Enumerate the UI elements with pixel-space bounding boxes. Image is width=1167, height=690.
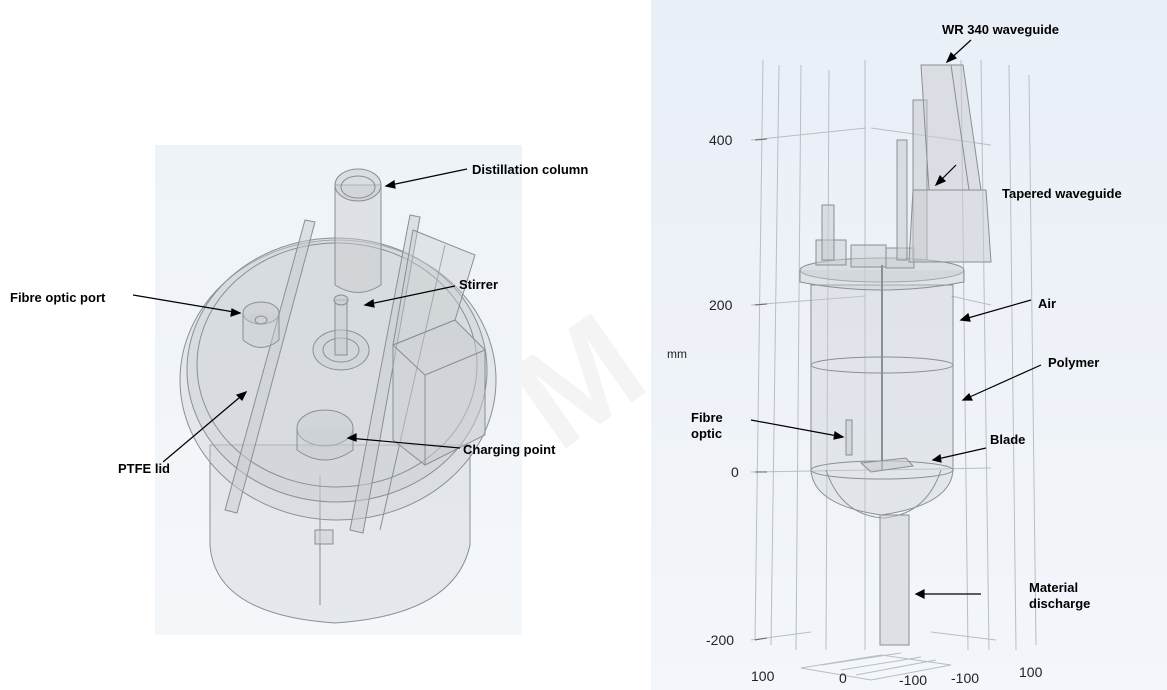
arrowhead-blade bbox=[931, 453, 942, 463]
arrowhead-air bbox=[959, 312, 971, 322]
arrow-polymer bbox=[962, 364, 1042, 401]
vessel-body bbox=[209, 444, 471, 624]
floor-grid-line bbox=[855, 659, 937, 676]
bottom-tick-label: 100 bbox=[1019, 664, 1043, 680]
blade-3d bbox=[859, 457, 914, 473]
waveguide-edge bbox=[950, 64, 970, 191]
fibre-optic-rod bbox=[845, 419, 853, 456]
label-fibre-optic-port: Fibre optic port bbox=[10, 290, 106, 305]
label-air: Air bbox=[1038, 296, 1057, 311]
floor-grid-line bbox=[820, 652, 902, 666]
charging-point-wall bbox=[296, 428, 354, 461]
wr340-waveguide bbox=[920, 64, 982, 191]
bottom-tick-label: 0 bbox=[839, 670, 847, 686]
z-tick bbox=[754, 303, 768, 306]
label-material-discharge-text: Material discharge bbox=[1029, 580, 1091, 611]
floor-grid-line bbox=[840, 656, 922, 671]
grid-hline bbox=[750, 127, 867, 141]
arrowhead-fibre bbox=[833, 431, 845, 440]
arrow-blade bbox=[932, 447, 987, 461]
stirrer-shaft-top bbox=[333, 294, 349, 306]
fibre-port-inner bbox=[254, 315, 268, 325]
label-ptfe-lid: PTFE lid bbox=[118, 461, 170, 476]
bottom-tick-label: -100 bbox=[899, 672, 928, 688]
column-short bbox=[821, 204, 835, 261]
label-tapered-waveguide: Tapered waveguide bbox=[1002, 186, 1122, 201]
grid-vline bbox=[795, 64, 802, 651]
bottom-tick-label: -100 bbox=[951, 670, 980, 686]
waveguide-edge-2 bbox=[392, 344, 426, 376]
label-blade: Blade bbox=[990, 432, 1026, 447]
label-polymer: Polymer bbox=[1048, 355, 1100, 370]
arrow-air bbox=[960, 299, 1032, 321]
arrowhead-tapered bbox=[934, 174, 947, 187]
label-fibre-optic: Fibre optic bbox=[691, 410, 751, 442]
arrowhead-discharge bbox=[914, 589, 925, 599]
arrowhead-polymer bbox=[961, 392, 973, 401]
fibre-port-wall bbox=[242, 313, 280, 348]
axis-unit: mm bbox=[667, 347, 687, 361]
label-distillation-column: Distillation column bbox=[472, 162, 589, 177]
label-stirrer: Stirrer bbox=[459, 277, 499, 292]
grid-vline bbox=[980, 59, 990, 651]
z-tick-label: 200 bbox=[709, 297, 733, 313]
floor-grid bbox=[800, 654, 952, 681]
grid-vline bbox=[770, 64, 780, 646]
distillation-column-opening bbox=[340, 175, 376, 199]
distillation-column-tube bbox=[334, 184, 382, 293]
discharge-pipe bbox=[879, 514, 910, 646]
grid-hline bbox=[930, 631, 997, 641]
z-tick bbox=[754, 637, 768, 641]
vessel-tab bbox=[314, 529, 334, 545]
z-tick-label: 0 bbox=[731, 464, 739, 480]
label-charging-point: Charging point bbox=[463, 442, 556, 457]
lid-drawing bbox=[179, 168, 497, 624]
reactor-3d-panel: WR 340 waveguide Tapered waveguide Air P… bbox=[651, 0, 1167, 690]
label-fibre-optic-text: Fibre optic bbox=[691, 410, 723, 441]
z-tick bbox=[754, 138, 768, 141]
grid-vline bbox=[1008, 64, 1017, 651]
label-wr340-waveguide: WR 340 waveguide bbox=[942, 22, 1060, 37]
label-material-discharge: Material discharge bbox=[1029, 580, 1099, 612]
tapered-waveguide bbox=[908, 189, 992, 263]
port-box-2 bbox=[850, 244, 887, 268]
grid-vline bbox=[1028, 74, 1037, 646]
stirrer-shaft bbox=[334, 299, 348, 356]
arrow-fibre bbox=[750, 419, 844, 438]
grid-vline bbox=[754, 59, 764, 641]
grid-hline bbox=[750, 295, 867, 306]
distillation-column-top bbox=[334, 168, 382, 202]
reactor-drawing bbox=[750, 39, 1042, 681]
column-thin bbox=[896, 139, 908, 261]
bottom-tick-label: 100 bbox=[751, 668, 775, 684]
grid-hline bbox=[950, 295, 992, 306]
lid-view-panel bbox=[155, 145, 522, 635]
arrowhead-wr340 bbox=[945, 51, 958, 64]
z-tick-label: 400 bbox=[709, 132, 733, 148]
z-tick-label: -200 bbox=[706, 632, 735, 648]
waveguide-edge-3 bbox=[424, 349, 486, 376]
